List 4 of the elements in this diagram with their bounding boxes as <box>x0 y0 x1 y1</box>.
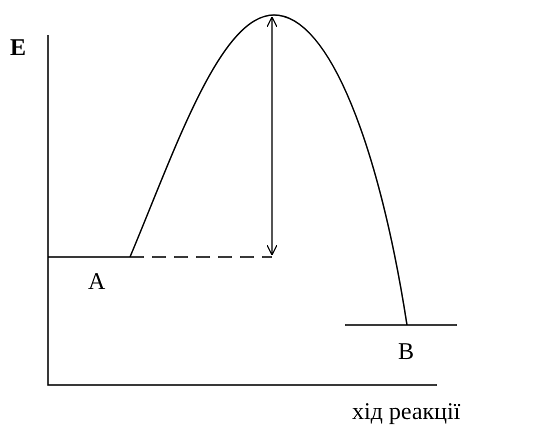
point-label: A <box>88 270 106 294</box>
axis-label: E <box>10 36 26 60</box>
axis-label: хід реакції <box>352 400 460 424</box>
point-label: B <box>398 340 414 364</box>
